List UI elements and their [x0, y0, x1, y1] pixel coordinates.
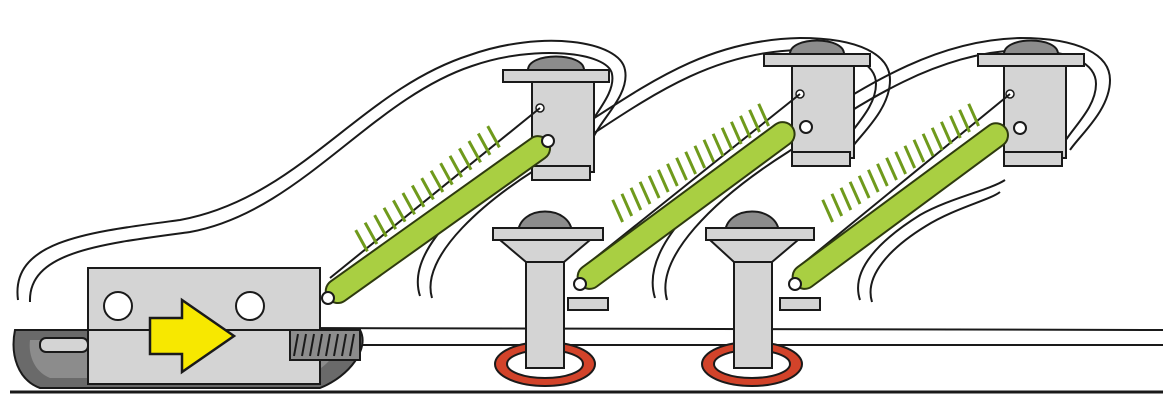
spring-coil: [356, 230, 368, 251]
top-flange-1: [503, 70, 609, 82]
spring-coil: [832, 194, 842, 216]
spring-coil: [631, 188, 641, 210]
spring-coil: [686, 152, 696, 174]
spring-coil: [450, 156, 462, 177]
spring-coil: [422, 178, 434, 199]
module-3: [702, 41, 1084, 387]
arm-2-joint-high: [800, 121, 812, 133]
spring-coil: [914, 140, 924, 162]
spring-coil: [365, 223, 377, 244]
spring-coil: [823, 200, 833, 222]
arm-2-joint-low: [574, 278, 586, 290]
spring-coil: [622, 194, 632, 216]
top-dome-2: [790, 41, 844, 55]
spring-coil: [878, 164, 888, 186]
top-dome-3: [1004, 41, 1058, 55]
top-foot-2: [792, 152, 850, 166]
spring-coil: [960, 110, 970, 132]
spring-coil: [713, 134, 723, 156]
arm-1: [321, 131, 555, 307]
spring-coil: [441, 163, 453, 184]
spring-coil: [741, 116, 751, 138]
spring-coil: [658, 170, 668, 192]
spring-coil: [841, 188, 851, 210]
spring-coil: [488, 126, 500, 147]
spring-coil: [850, 182, 860, 204]
spring-coil: [704, 140, 714, 162]
post-flare-2: [500, 240, 590, 262]
spring-coil: [941, 122, 951, 144]
top-body-3: [1004, 66, 1066, 158]
spring-coil: [613, 200, 623, 222]
spring-coil: [677, 158, 687, 180]
spring-coil: [375, 215, 387, 236]
post-flare-3: [710, 240, 798, 262]
base-side-slot: [40, 338, 88, 352]
post-shaft-2: [526, 262, 564, 368]
spring-coil: [905, 146, 915, 168]
bracket-2: [568, 298, 608, 310]
base-block: [14, 268, 363, 388]
top-flange-3: [978, 54, 1084, 66]
spring-coil: [478, 134, 490, 155]
spring-coil: [649, 176, 659, 198]
top-dome-1: [528, 57, 584, 71]
spring-coil: [431, 171, 443, 192]
spring-coil: [896, 152, 906, 174]
spring-coil: [668, 164, 678, 186]
upper-surface-line: [300, 328, 1163, 330]
spring-coil: [859, 176, 869, 198]
spring-coil: [393, 200, 405, 221]
spring-coil: [412, 186, 424, 207]
spring-coil: [469, 141, 481, 162]
spring-coil: [887, 158, 897, 180]
post-shaft-3: [734, 262, 772, 368]
spring-coil: [731, 122, 741, 144]
spring-coil: [459, 148, 471, 169]
arm-3-joint-high: [1014, 122, 1026, 134]
spring-coil: [384, 208, 396, 229]
arm-3-joint-low: [789, 278, 801, 290]
bracket-3: [780, 298, 820, 310]
top-flange-2: [764, 54, 870, 66]
spring-coil: [722, 128, 732, 150]
spring-coil: [750, 110, 760, 132]
base-bolt-right: [236, 292, 264, 320]
base-bolt-left: [104, 292, 132, 320]
post-cap-3: [706, 228, 814, 240]
spring-coil: [868, 170, 878, 192]
spring-coil: [923, 134, 933, 156]
top-foot-1: [532, 166, 590, 180]
spring-coil: [932, 128, 942, 150]
top-body-2: [792, 66, 854, 158]
spring-coil: [403, 193, 415, 214]
spring-coil: [695, 146, 705, 168]
post-cap-2: [493, 228, 603, 240]
spring-coil: [640, 182, 650, 204]
arm-1-joint-high: [542, 135, 554, 147]
module-1: [321, 57, 609, 308]
top-foot-3: [1004, 152, 1062, 166]
arm-1-joint-low: [322, 292, 334, 304]
spring-coil: [951, 116, 961, 138]
